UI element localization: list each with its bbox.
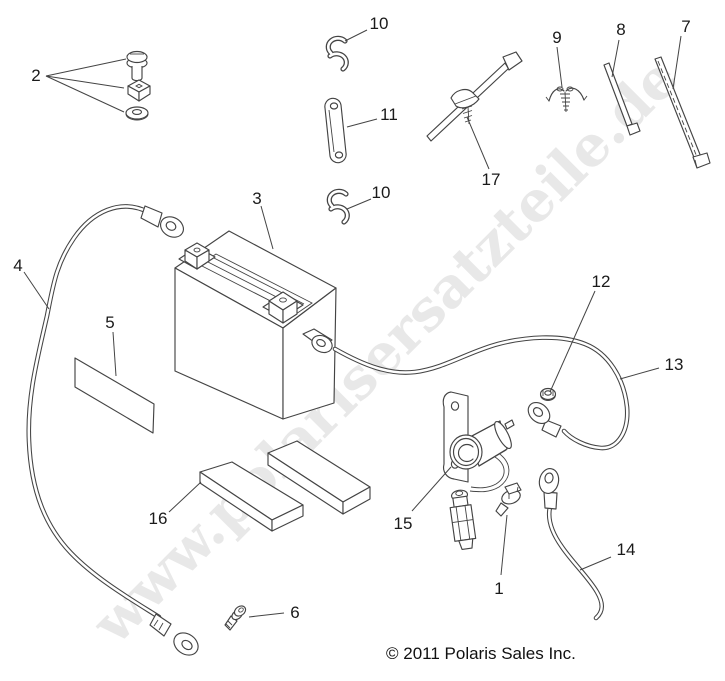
part-11-link — [324, 97, 347, 164]
callout-5: 5 — [105, 313, 114, 332]
part-1-bolt — [495, 482, 522, 517]
part-3-battery — [174, 230, 337, 420]
callout-2: 2 — [31, 66, 40, 85]
part-17-cable-tie — [426, 51, 523, 142]
callout-7: 7 — [681, 17, 690, 36]
callout-12: 12 — [592, 272, 611, 291]
callout-9: 9 — [552, 28, 561, 47]
part-12-nut — [539, 387, 557, 401]
callout-10b: 10 — [372, 183, 391, 202]
callout-6: 6 — [290, 603, 299, 622]
part-2-bolt-nut-washer — [125, 50, 151, 121]
callout-15: 15 — [394, 514, 413, 533]
callout-13: 13 — [665, 355, 684, 374]
callout-8: 8 — [616, 20, 625, 39]
part-15-solenoid — [442, 391, 515, 550]
callout-16: 16 — [149, 509, 168, 528]
part-10-clip-top — [325, 35, 349, 72]
callout-1: 1 — [494, 579, 503, 598]
part-14-ground-cable — [538, 468, 605, 621]
part-4-battery-cable — [26, 204, 199, 656]
copyright-text: © 2011 Polaris Sales Inc. — [386, 644, 576, 663]
callout-10a: 10 — [370, 14, 389, 33]
part-9-clip — [545, 86, 588, 113]
callout-3: 3 — [252, 189, 261, 208]
part-5-label — [74, 357, 155, 434]
leader-lines — [23, 29, 682, 618]
part-7-bolt — [654, 56, 711, 169]
callout-4: 4 — [13, 256, 22, 275]
callout-14: 14 — [617, 540, 636, 559]
part-8-bolt — [603, 62, 641, 136]
part-16-foam-pads — [199, 440, 371, 532]
callout-17: 17 — [482, 170, 501, 189]
part-10-clip-bottom — [326, 188, 350, 225]
callout-11: 11 — [380, 105, 398, 124]
part-13-battery-cable — [302, 328, 630, 451]
part-6-screw — [224, 605, 247, 631]
callout-labels: 2 10 11 10 3 17 9 8 7 4 5 12 13 15 16 6 … — [13, 14, 690, 622]
